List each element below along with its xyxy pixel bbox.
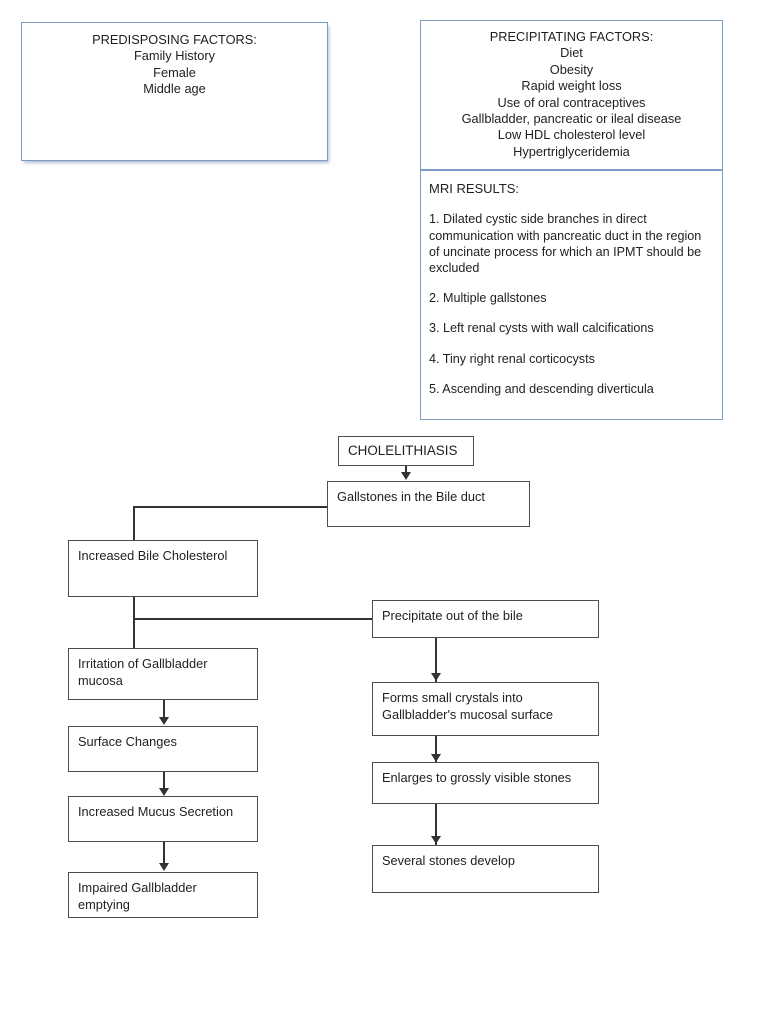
connector-surface-to-mucus — [163, 772, 165, 790]
mri-result-item-4: 4. Tiny right renal corticocysts — [429, 351, 595, 366]
node-surface-changes-label: Surface Changes — [78, 734, 177, 749]
predisposing-item-2: Middle age — [143, 81, 206, 97]
node-irritation-label-line1: Irritation of Gallbladder — [78, 656, 208, 671]
node-increased-cholesterol-label: Increased Bile Cholesterol — [78, 548, 228, 563]
connector-forms-to-enlarges — [435, 736, 437, 762]
node-precipitate-out-of-bile: Precipitate out of the bile — [372, 600, 599, 638]
mri-result-item-1: 1. Dilated cystic side branches in direc… — [429, 212, 702, 276]
node-gallstones-label: Gallstones in the Bile duct — [337, 489, 485, 504]
connector-cholelithiasis-to-gallstones — [405, 466, 407, 474]
precipitating-factors-panel: PRECIPITATING FACTORS: Diet Obesity Rapi… — [420, 20, 723, 170]
precipitating-item-4: Gallbladder, pancreatic or ileal disease — [461, 111, 682, 127]
node-enlarges-to-visible-stones: Enlarges to grossly visible stones — [372, 762, 599, 804]
precipitating-item-6: Hypertriglyceridemia — [513, 143, 630, 159]
precipitating-item-3: Use of oral contraceptives — [497, 94, 646, 110]
precipitating-item-0: Diet — [560, 45, 583, 61]
connector-irritation-to-surface — [163, 700, 165, 720]
predisposing-item-1: Female — [153, 64, 196, 80]
arrowhead-down-icon — [431, 673, 441, 681]
node-surface-changes: Surface Changes — [68, 726, 258, 772]
arrowhead-down-icon — [431, 836, 441, 844]
node-increased-mucus-secretion: Increased Mucus Secretion — [68, 796, 258, 842]
node-several-stones-develop: Several stones develop — [372, 845, 599, 893]
node-forms-small-crystals: Forms small crystals into Gallbladder's … — [372, 682, 599, 736]
node-impaired-label-line1: Impaired Gallbladder — [78, 880, 197, 895]
arrowhead-down-icon — [159, 717, 169, 725]
connector-precipitate-to-forms — [435, 638, 437, 682]
node-irritation-of-gallbladder-mucosa: Irritation of Gallbladder mucosa — [68, 648, 258, 700]
connector-mucus-to-impaired — [163, 842, 165, 866]
connector-cholesterol-to-precipitate-horizontal — [133, 618, 374, 620]
node-irritation-label-line2: mucosa — [78, 672, 123, 688]
mri-results-title: MRI RESULTS: — [429, 181, 520, 196]
arrowhead-down-icon — [431, 754, 441, 762]
arrowhead-down-icon — [401, 472, 411, 480]
arrowhead-down-icon — [159, 863, 169, 871]
predisposing-item-0: Family History — [133, 48, 216, 64]
node-precipitate-label: Precipitate out of the bile — [382, 608, 523, 623]
predisposing-factors-panel: PREDISPOSING FACTORS: Family History Fem… — [21, 22, 328, 161]
precipitating-title: PRECIPITATING FACTORS: — [489, 29, 654, 44]
connector-enlarges-to-several — [435, 804, 437, 845]
predisposing-content: PREDISPOSING FACTORS: Family History Fem… — [22, 32, 327, 98]
node-impaired-label-line2: emptying — [78, 896, 130, 912]
precipitating-item-2: Rapid weight loss — [521, 78, 622, 94]
arrowhead-down-icon — [159, 788, 169, 796]
node-cholelithiasis-label: CHOLELITHIASIS — [348, 443, 458, 458]
node-several-stones-label: Several stones develop — [382, 853, 516, 868]
connector-gallstones-to-cholesterol-horizontal — [133, 506, 329, 508]
node-increased-bile-cholesterol: Increased Bile Cholesterol — [68, 540, 258, 597]
mri-result-item-3: 3. Left renal cysts with wall calcificat… — [429, 321, 654, 336]
mri-result-item-5: 5. Ascending and descending diverticula — [429, 381, 654, 396]
node-enlarges-label: Enlarges to grossly visible stones — [382, 770, 572, 785]
node-cholelithiasis: CHOLELITHIASIS — [338, 436, 474, 466]
node-forms-label-line2: Gallbladder's mucosal surface — [382, 706, 554, 722]
mri-result-item-2: 2. Multiple gallstones — [429, 291, 547, 306]
node-forms-label-line1: Forms small crystals into — [382, 690, 523, 705]
precipitating-item-5: Low HDL cholesterol level — [497, 127, 646, 143]
node-impaired-gallbladder-emptying: Impaired Gallbladder emptying — [68, 872, 258, 918]
node-gallstones-in-bile-duct: Gallstones in the Bile duct — [327, 481, 530, 527]
mri-results-panel: MRI RESULTS: 1. Dilated cystic side bran… — [420, 170, 723, 420]
connector-cholesterol-branch-vertical — [133, 596, 135, 650]
predisposing-title: PREDISPOSING FACTORS: — [92, 32, 257, 47]
connector-gallstones-to-cholesterol-vertical — [133, 506, 135, 542]
node-mucus-secretion-label: Increased Mucus Secretion — [78, 804, 234, 819]
precipitating-content: PRECIPITATING FACTORS: Diet Obesity Rapi… — [421, 29, 722, 160]
precipitating-item-1: Obesity — [549, 61, 594, 77]
